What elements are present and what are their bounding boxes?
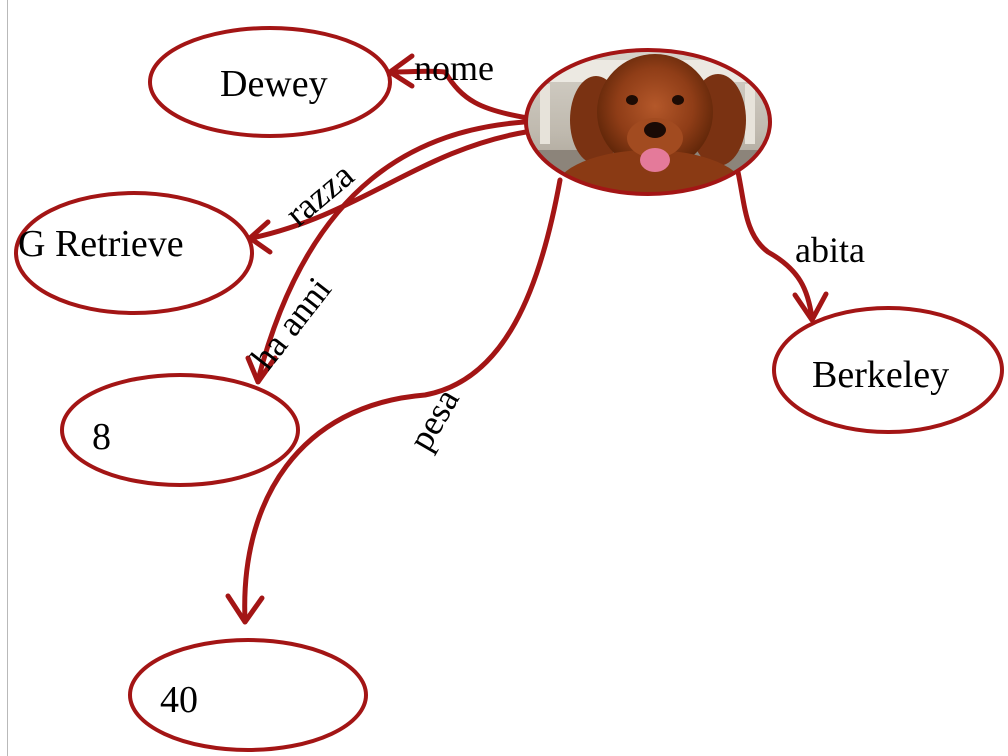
node-age-label: 8 [92,416,111,458]
arrowhead-ha-anni [245,355,278,385]
edge-label-nome: nome [414,48,494,88]
arrowhead-abita [792,291,829,323]
edge-nome [442,69,531,121]
dog-photo-icon [526,50,770,194]
node-name-label: Dewey [220,63,328,105]
node-city-label: Berkeley [812,354,949,396]
edge-nome-tail [389,68,448,75]
arrowhead-pesa [225,593,265,625]
node-breed-label: G Retrieve [18,223,184,265]
node-breed-ellipse [14,191,254,315]
edge-label-abita: abita [795,230,865,270]
left-border-line [7,0,8,756]
edge-pesa [242,177,563,623]
edge-label-razza: razza [277,155,361,234]
dog-photo-node [524,48,772,196]
dog-photo-frame [524,48,772,196]
edge-razza [249,129,529,241]
node-weight-label: 40 [160,679,198,721]
node-age-ellipse [60,373,300,487]
edge-label-pesa: pesa [400,382,467,457]
node-city-ellipse [772,306,1004,434]
node-weight-ellipse [128,638,368,752]
edge-ha-anni [255,119,527,383]
node-dewey-ellipse [148,26,392,138]
edge-abita [735,169,815,321]
